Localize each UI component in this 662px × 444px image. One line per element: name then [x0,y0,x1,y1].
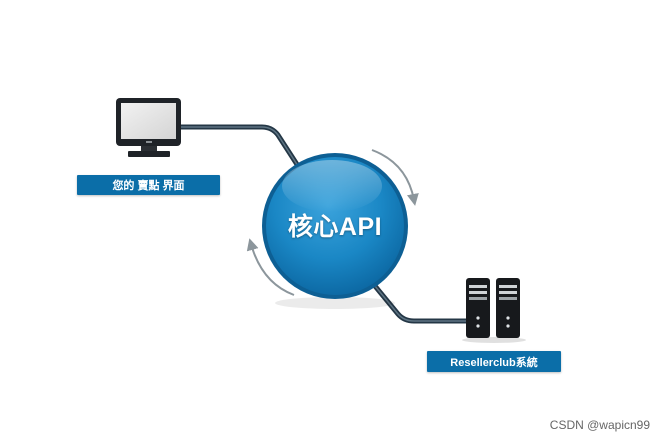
rotation-arrow-top [371,149,419,206]
server-icon [462,278,526,343]
core-api-circle [262,153,408,309]
monitor-icon [116,98,181,157]
core-api-title: 核心API [287,213,383,241]
client-connector [177,124,301,169]
client-interface-label: 您的 賣點 界面 [77,175,220,195]
watermark: CSDN @wapicn99 [549,418,650,432]
rotation-arrow-bottom [246,238,295,296]
reseller-system-label: Resellerclub系統 [427,351,561,372]
